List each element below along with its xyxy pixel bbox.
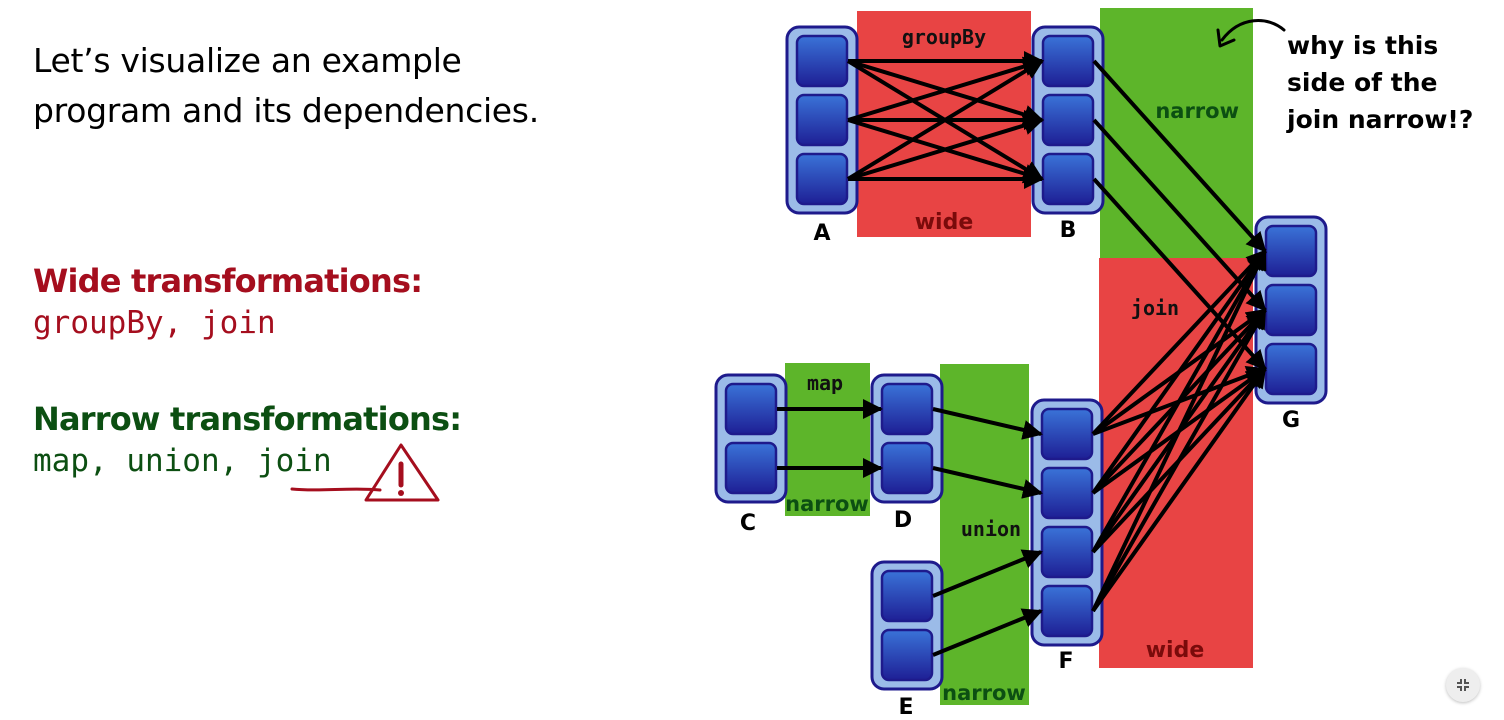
partition <box>724 382 778 436</box>
question-annotation: why is this side of the join narrow!? <box>1216 19 1473 134</box>
narrow-heading: Narrow transformations: <box>33 400 462 438</box>
region-kind-label: narrow <box>1155 99 1239 123</box>
partition <box>1264 283 1318 337</box>
rdd-container <box>1030 398 1104 647</box>
partition <box>795 34 849 88</box>
dependency-arrow <box>1091 249 1267 553</box>
rdd-label: G <box>1282 408 1300 433</box>
rdd-label: B <box>1060 218 1077 243</box>
partition <box>1040 466 1094 520</box>
dependency-arrow <box>1091 249 1267 495</box>
region-kind-label: narrow <box>942 681 1026 705</box>
region-op-label: map <box>807 371 843 395</box>
dependency-arrow <box>1092 118 1267 312</box>
exit-fullscreen-icon <box>1457 679 1469 691</box>
rdd-G <box>1254 215 1328 405</box>
warning-triangle-icon <box>364 443 440 502</box>
rdd-label: C <box>740 511 756 536</box>
dependency-arrow <box>1091 367 1267 613</box>
rdd-label: F <box>1058 649 1073 674</box>
exit-fullscreen-button[interactable] <box>1446 668 1480 702</box>
partition <box>1264 224 1318 278</box>
region-join-left-narrow: narrow <box>1100 8 1253 258</box>
rdd-label: A <box>813 221 830 246</box>
edge-layer <box>777 51 1267 657</box>
annotation-line-3: join narrow!? <box>1286 105 1473 134</box>
region-kind-label: wide <box>915 210 974 235</box>
dependency-arrow <box>1091 249 1267 436</box>
dependency-arrow <box>932 608 1043 657</box>
partition <box>1041 152 1095 206</box>
join-underline <box>290 487 382 492</box>
curved-arrow-head-icon <box>1216 28 1236 48</box>
rdd-B <box>1031 25 1105 215</box>
partition <box>1264 342 1318 396</box>
partition <box>1041 34 1095 88</box>
dependency-arrow <box>846 59 1044 181</box>
partition <box>795 93 849 147</box>
region-op-label: union <box>961 517 1021 541</box>
wide-heading: Wide transformations: <box>33 262 423 300</box>
region-kind-label: wide <box>1146 638 1205 663</box>
intro-text: Let’s visualize an example program and i… <box>33 36 539 136</box>
rdd-F <box>1030 398 1104 647</box>
annotation-line-1: why is this <box>1287 31 1438 60</box>
partition <box>1040 407 1094 461</box>
partition <box>1040 525 1094 579</box>
partition <box>880 569 934 623</box>
region-groupBy: groupBy wide <box>857 11 1031 237</box>
region-op-label: groupBy <box>902 25 986 49</box>
partition <box>880 628 934 682</box>
rdd-label: E <box>898 695 913 720</box>
dependency-arrow <box>1092 177 1267 371</box>
partition <box>724 441 778 495</box>
partition <box>880 382 934 436</box>
region-map: map narrow <box>785 363 870 516</box>
rdd-D <box>870 373 944 504</box>
dependency-arrow <box>1092 59 1267 253</box>
dependency-arrow <box>932 407 1043 440</box>
rdd-layer <box>714 25 1328 691</box>
region-op-label: join <box>1131 296 1179 320</box>
dependency-arrow <box>847 56 1044 122</box>
annotation-line-2: side of the <box>1287 68 1437 97</box>
dependency-arrow <box>1091 308 1267 612</box>
narrow-ops: map, union, join <box>33 443 332 479</box>
warning-annotation <box>290 443 440 502</box>
partition <box>880 441 934 495</box>
dependency-arrow <box>932 466 1043 499</box>
rdd-E <box>870 560 944 691</box>
intro-line-2: program and its dependencies. <box>33 91 539 130</box>
intro-line-1: Let’s visualize an example <box>33 41 462 80</box>
dependency-arrow <box>932 549 1043 598</box>
partition <box>1041 93 1095 147</box>
dependency-arrow <box>847 115 1044 181</box>
rdd-label-layer: A B C D E F G <box>740 218 1300 720</box>
partition <box>795 152 849 206</box>
wide-ops: groupBy, join <box>33 305 276 341</box>
partition <box>1040 584 1094 638</box>
region-kind-label: narrow <box>785 492 869 516</box>
rdd-C <box>714 373 788 504</box>
rdd-label: D <box>894 508 912 533</box>
dependency-arrow <box>1091 249 1267 612</box>
rdd-A <box>785 25 859 215</box>
curved-arrow-icon <box>1220 19 1286 42</box>
